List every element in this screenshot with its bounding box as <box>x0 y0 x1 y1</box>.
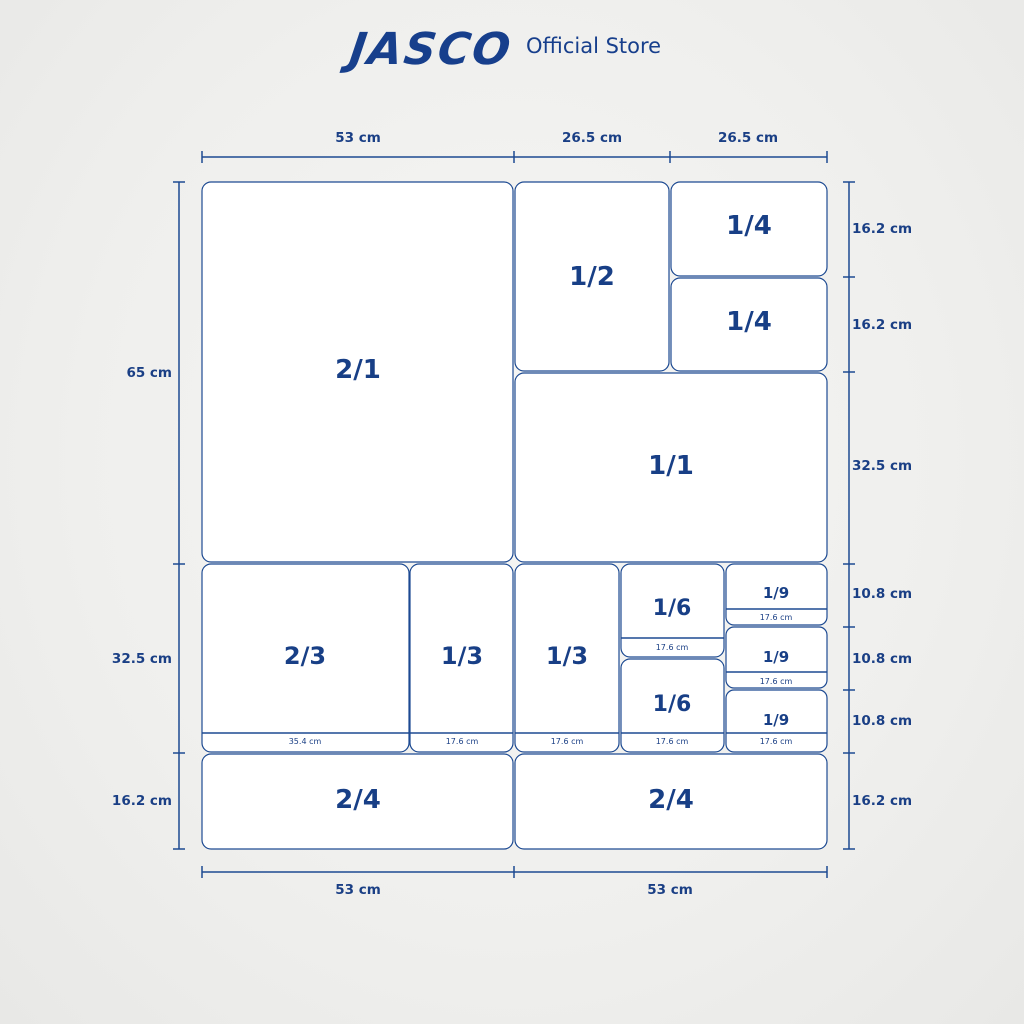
dim-right-5: 10.8 cm <box>852 651 912 667</box>
pan-label: 1/9 <box>763 584 789 602</box>
pan-1-9-top: 1/9 17.6 cm <box>725 563 828 626</box>
dim-right-3: 32.5 cm <box>852 458 912 474</box>
pan-1-3-right: 1/3 17.6 cm <box>514 563 620 753</box>
pan-label: 1/6 <box>653 596 692 621</box>
dim-left-3: 16.2 cm <box>112 793 172 809</box>
dim-right-7: 16.2 cm <box>852 793 912 809</box>
dim-right-6: 10.8 cm <box>852 713 912 729</box>
dim-left-2: 32.5 cm <box>112 651 172 667</box>
right-dimension-line: 16.2 cm 16.2 cm 32.5 cm 10.8 cm 10.8 cm … <box>843 181 912 850</box>
dim-right-2: 16.2 cm <box>852 317 912 333</box>
pan-width-label: 17.6 cm <box>760 737 793 746</box>
pan-label: 2/4 <box>648 785 694 815</box>
pan-width-label: 17.6 cm <box>551 737 584 746</box>
pan-1-6-top: 1/6 17.6 cm <box>620 563 725 658</box>
pan-2-1: 2/1 <box>201 181 514 563</box>
dim-top-3: 26.5 cm <box>718 130 778 146</box>
pan-label: 2/4 <box>335 785 381 815</box>
pan-label: 1/6 <box>653 692 692 717</box>
dim-bottom-2: 53 cm <box>647 882 693 898</box>
pan-width-label: 17.6 cm <box>656 737 689 746</box>
pan-label: 1/1 <box>648 451 694 481</box>
pan-label: 1/4 <box>726 211 772 241</box>
store-label: Official Store <box>526 34 662 58</box>
pan-width-label: 17.6 cm <box>656 643 689 652</box>
dim-top-2: 26.5 cm <box>562 130 622 146</box>
pan-label: 2/1 <box>335 355 381 385</box>
pan-1-1: 1/1 <box>514 372 828 563</box>
pan-1-3-left: 1/3 17.6 cm <box>409 563 514 753</box>
pan-width-label: 35.4 cm <box>289 737 322 746</box>
pan-label: 1/2 <box>569 262 615 292</box>
pan-label: 1/3 <box>441 642 483 670</box>
pan-2-4-left: 2/4 <box>201 753 514 850</box>
pan-width-label: 17.6 cm <box>760 677 793 686</box>
pan-label: 1/3 <box>546 642 588 670</box>
pan-label: 1/9 <box>763 648 789 666</box>
pan-1-9-bottom: 1/9 17.6 cm <box>725 689 828 753</box>
top-dimension-line: 53 cm 26.5 cm 26.5 cm <box>201 130 828 163</box>
pan-label: 2/3 <box>284 642 326 670</box>
pan-1-2: 1/2 <box>514 181 670 372</box>
dim-top-1: 53 cm <box>335 130 381 146</box>
pan-width-label: 17.6 cm <box>446 737 479 746</box>
pan-label: 1/4 <box>726 307 772 337</box>
dim-right-4: 10.8 cm <box>852 586 912 602</box>
pan-label: 1/9 <box>763 711 789 729</box>
pan-width-label: 17.6 cm <box>760 613 793 622</box>
pan-1-9-middle: 1/9 17.6 cm <box>725 626 828 689</box>
pan-1-4-top: 1/4 <box>670 181 828 277</box>
pan-2-3: 2/3 35.4 cm <box>201 563 410 753</box>
dim-right-1: 16.2 cm <box>852 221 912 237</box>
left-dimension-line: 65 cm 32.5 cm 16.2 cm <box>112 181 185 850</box>
header: JASCO Official Store <box>0 0 1024 100</box>
dim-bottom-1: 53 cm <box>335 882 381 898</box>
bottom-dimension-line: 53 cm 53 cm <box>201 866 828 898</box>
pan-1-4-bottom: 1/4 <box>670 277 828 372</box>
dim-left-1: 65 cm <box>126 365 172 381</box>
pan-2-4-right: 2/4 <box>514 753 828 850</box>
pan-1-6-bottom: 1/6 17.6 cm <box>620 658 725 753</box>
